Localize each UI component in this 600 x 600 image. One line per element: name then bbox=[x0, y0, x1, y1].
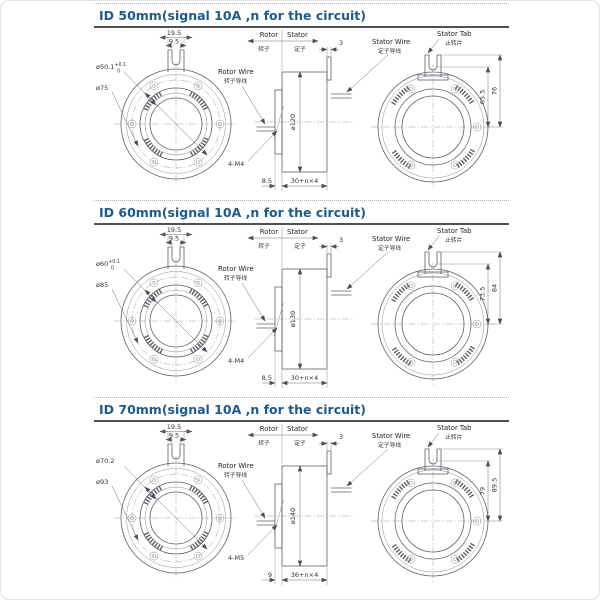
back-view-annotations: Stator Tab 止转片 65.5 76 bbox=[427, 30, 503, 128]
spec-section-id70: ID 70mm(signal 10A ,n for the circuit) 1… bbox=[94, 397, 509, 592]
stator-label-cn: 定子 bbox=[294, 439, 306, 447]
back-view bbox=[371, 55, 495, 189]
stator-wire-label: Stator Wire bbox=[372, 432, 410, 440]
flange-thickness-dim: 9 bbox=[268, 571, 272, 579]
overall-height-dim: 89.5 bbox=[491, 478, 499, 492]
stator-wire-label: Stator Wire bbox=[372, 38, 410, 46]
section-title: ID 70mm(signal 10A ,n for the circuit) bbox=[99, 402, 366, 417]
stator-tab-label-cn: 止转片 bbox=[445, 39, 463, 47]
tab-width-dim: 19.5 bbox=[167, 226, 181, 234]
body-diameter-dim: ø130 bbox=[289, 311, 297, 327]
stator-label-cn: 定子 bbox=[294, 242, 306, 250]
rotor-wire-label-cn: 转子导线 bbox=[224, 274, 247, 282]
front-view-dimensions: 19.5 9.5 ø70.2 ø93 bbox=[96, 423, 208, 550]
catalog-content: ID 50mm(signal 10A ,n for the circuit) 1… bbox=[94, 1, 509, 592]
rotor-label: Rotor bbox=[260, 228, 278, 236]
dotted-divider bbox=[94, 397, 509, 398]
tab-width-dim: 19.5 bbox=[167, 423, 181, 431]
stator-tab-label: Stator Tab bbox=[437, 227, 471, 235]
stator-wire-label-cn: 定子导线 bbox=[378, 441, 401, 449]
flange-diameter-label: ø75 bbox=[96, 84, 108, 92]
stator-label: Stator bbox=[287, 228, 308, 236]
stator-wire-label-cn: 定子导线 bbox=[378, 244, 401, 252]
side-view bbox=[254, 56, 355, 173]
body-length-dim: 36+n×4 bbox=[291, 571, 318, 579]
dotted-divider bbox=[94, 200, 509, 201]
tab-height-dim: 79 bbox=[479, 487, 487, 495]
tab-height-dim: 65.5 bbox=[479, 90, 487, 104]
flange-diameter-label: ø85 bbox=[96, 281, 108, 289]
side-view-annotations: Rotor Stator 转子 定子 3 ø120 Rotor Wire 转子导… bbox=[218, 30, 410, 191]
rotor-label: Rotor bbox=[260, 31, 278, 39]
title-underline bbox=[94, 420, 509, 422]
tab-width-dim: 19.5 bbox=[167, 29, 181, 37]
rotor-wire-label: Rotor Wire bbox=[218, 462, 254, 470]
rotor-wire-label-cn: 转子导线 bbox=[224, 471, 247, 479]
spec-section-id50: ID 50mm(signal 10A ,n for the circuit) 1… bbox=[94, 3, 509, 198]
stator-label: Stator bbox=[287, 425, 308, 433]
side-view bbox=[254, 253, 355, 370]
stator-tab-label: Stator Tab bbox=[437, 30, 471, 38]
flange-thickness-dim: 8.5 bbox=[262, 374, 272, 382]
title-underline bbox=[94, 223, 509, 225]
back-view bbox=[371, 252, 495, 386]
tab-thickness-dim: 3 bbox=[339, 39, 343, 47]
stator-wire-label-cn: 定子导线 bbox=[378, 47, 401, 55]
back-view-annotations: Stator Tab 止转片 79 89.5 bbox=[427, 424, 503, 522]
tab-thickness-dim: 3 bbox=[339, 433, 343, 441]
body-length-dim: 30+n×4 bbox=[291, 177, 318, 185]
stator-tab-label-cn: 止转片 bbox=[445, 433, 463, 441]
rotor-label: Rotor bbox=[260, 425, 278, 433]
tab-thickness-dim: 3 bbox=[339, 236, 343, 244]
body-diameter-dim: ø140 bbox=[289, 508, 297, 524]
side-view-annotations: Rotor Stator 转子 定子 3 ø140 Rotor Wire 转子导… bbox=[218, 424, 410, 585]
dotted-divider bbox=[94, 3, 509, 4]
stator-label: Stator bbox=[287, 31, 308, 39]
side-view-annotations: Rotor Stator 转子 定子 3 ø130 Rotor Wire 转子导… bbox=[218, 227, 410, 388]
title-underline bbox=[94, 26, 509, 28]
stator-tab-label-cn: 止转片 bbox=[445, 236, 463, 244]
section-title: ID 60mm(signal 10A ,n for the circuit) bbox=[99, 205, 366, 220]
stator-tab-label: Stator Tab bbox=[437, 424, 471, 432]
side-view bbox=[254, 450, 355, 567]
overall-height-dim: 76 bbox=[491, 87, 499, 95]
rotor-label-cn: 转子 bbox=[258, 439, 270, 447]
flange-screws-label: 4-M5 bbox=[228, 554, 244, 562]
flange-screws-label: 4-M4 bbox=[228, 357, 244, 365]
back-view bbox=[371, 449, 495, 583]
rotor-label-cn: 转子 bbox=[258, 45, 270, 53]
tab-height-dim: 73.5 bbox=[479, 287, 487, 301]
tab-slot-dim: 9.5 bbox=[169, 235, 179, 243]
section-title: ID 50mm(signal 10A ,n for the circuit) bbox=[99, 8, 366, 23]
body-diameter-dim: ø120 bbox=[289, 114, 297, 130]
bore-diameter-label: ø70.2 bbox=[96, 457, 114, 465]
rotor-label-cn: 转子 bbox=[258, 242, 270, 250]
tab-slot-dim: 9.5 bbox=[169, 38, 179, 46]
flange-screws-label: 4-M4 bbox=[228, 160, 244, 168]
rotor-wire-label-cn: 转子导线 bbox=[224, 77, 247, 85]
stator-label-cn: 定子 bbox=[294, 45, 306, 53]
spec-section-id60: ID 60mm(signal 10A ,n for the circuit) 1… bbox=[94, 200, 509, 395]
body-length-dim: 30+n×4 bbox=[291, 374, 318, 382]
overall-height-dim: 84 bbox=[491, 284, 499, 292]
rotor-wire-label: Rotor Wire bbox=[218, 68, 254, 76]
tab-slot-dim: 9.5 bbox=[169, 432, 179, 440]
flange-thickness-dim: 8.5 bbox=[262, 177, 272, 185]
flange-diameter-label: ø93 bbox=[96, 478, 108, 486]
stator-wire-label: Stator Wire bbox=[372, 235, 410, 243]
rotor-wire-label: Rotor Wire bbox=[218, 265, 254, 273]
back-view-annotations: Stator Tab 止转片 73.5 84 bbox=[427, 227, 503, 325]
technical-drawing: 19.5 9.5 ø70.2 ø93 Rotor Stator 转子 定子 bbox=[96, 423, 503, 592]
